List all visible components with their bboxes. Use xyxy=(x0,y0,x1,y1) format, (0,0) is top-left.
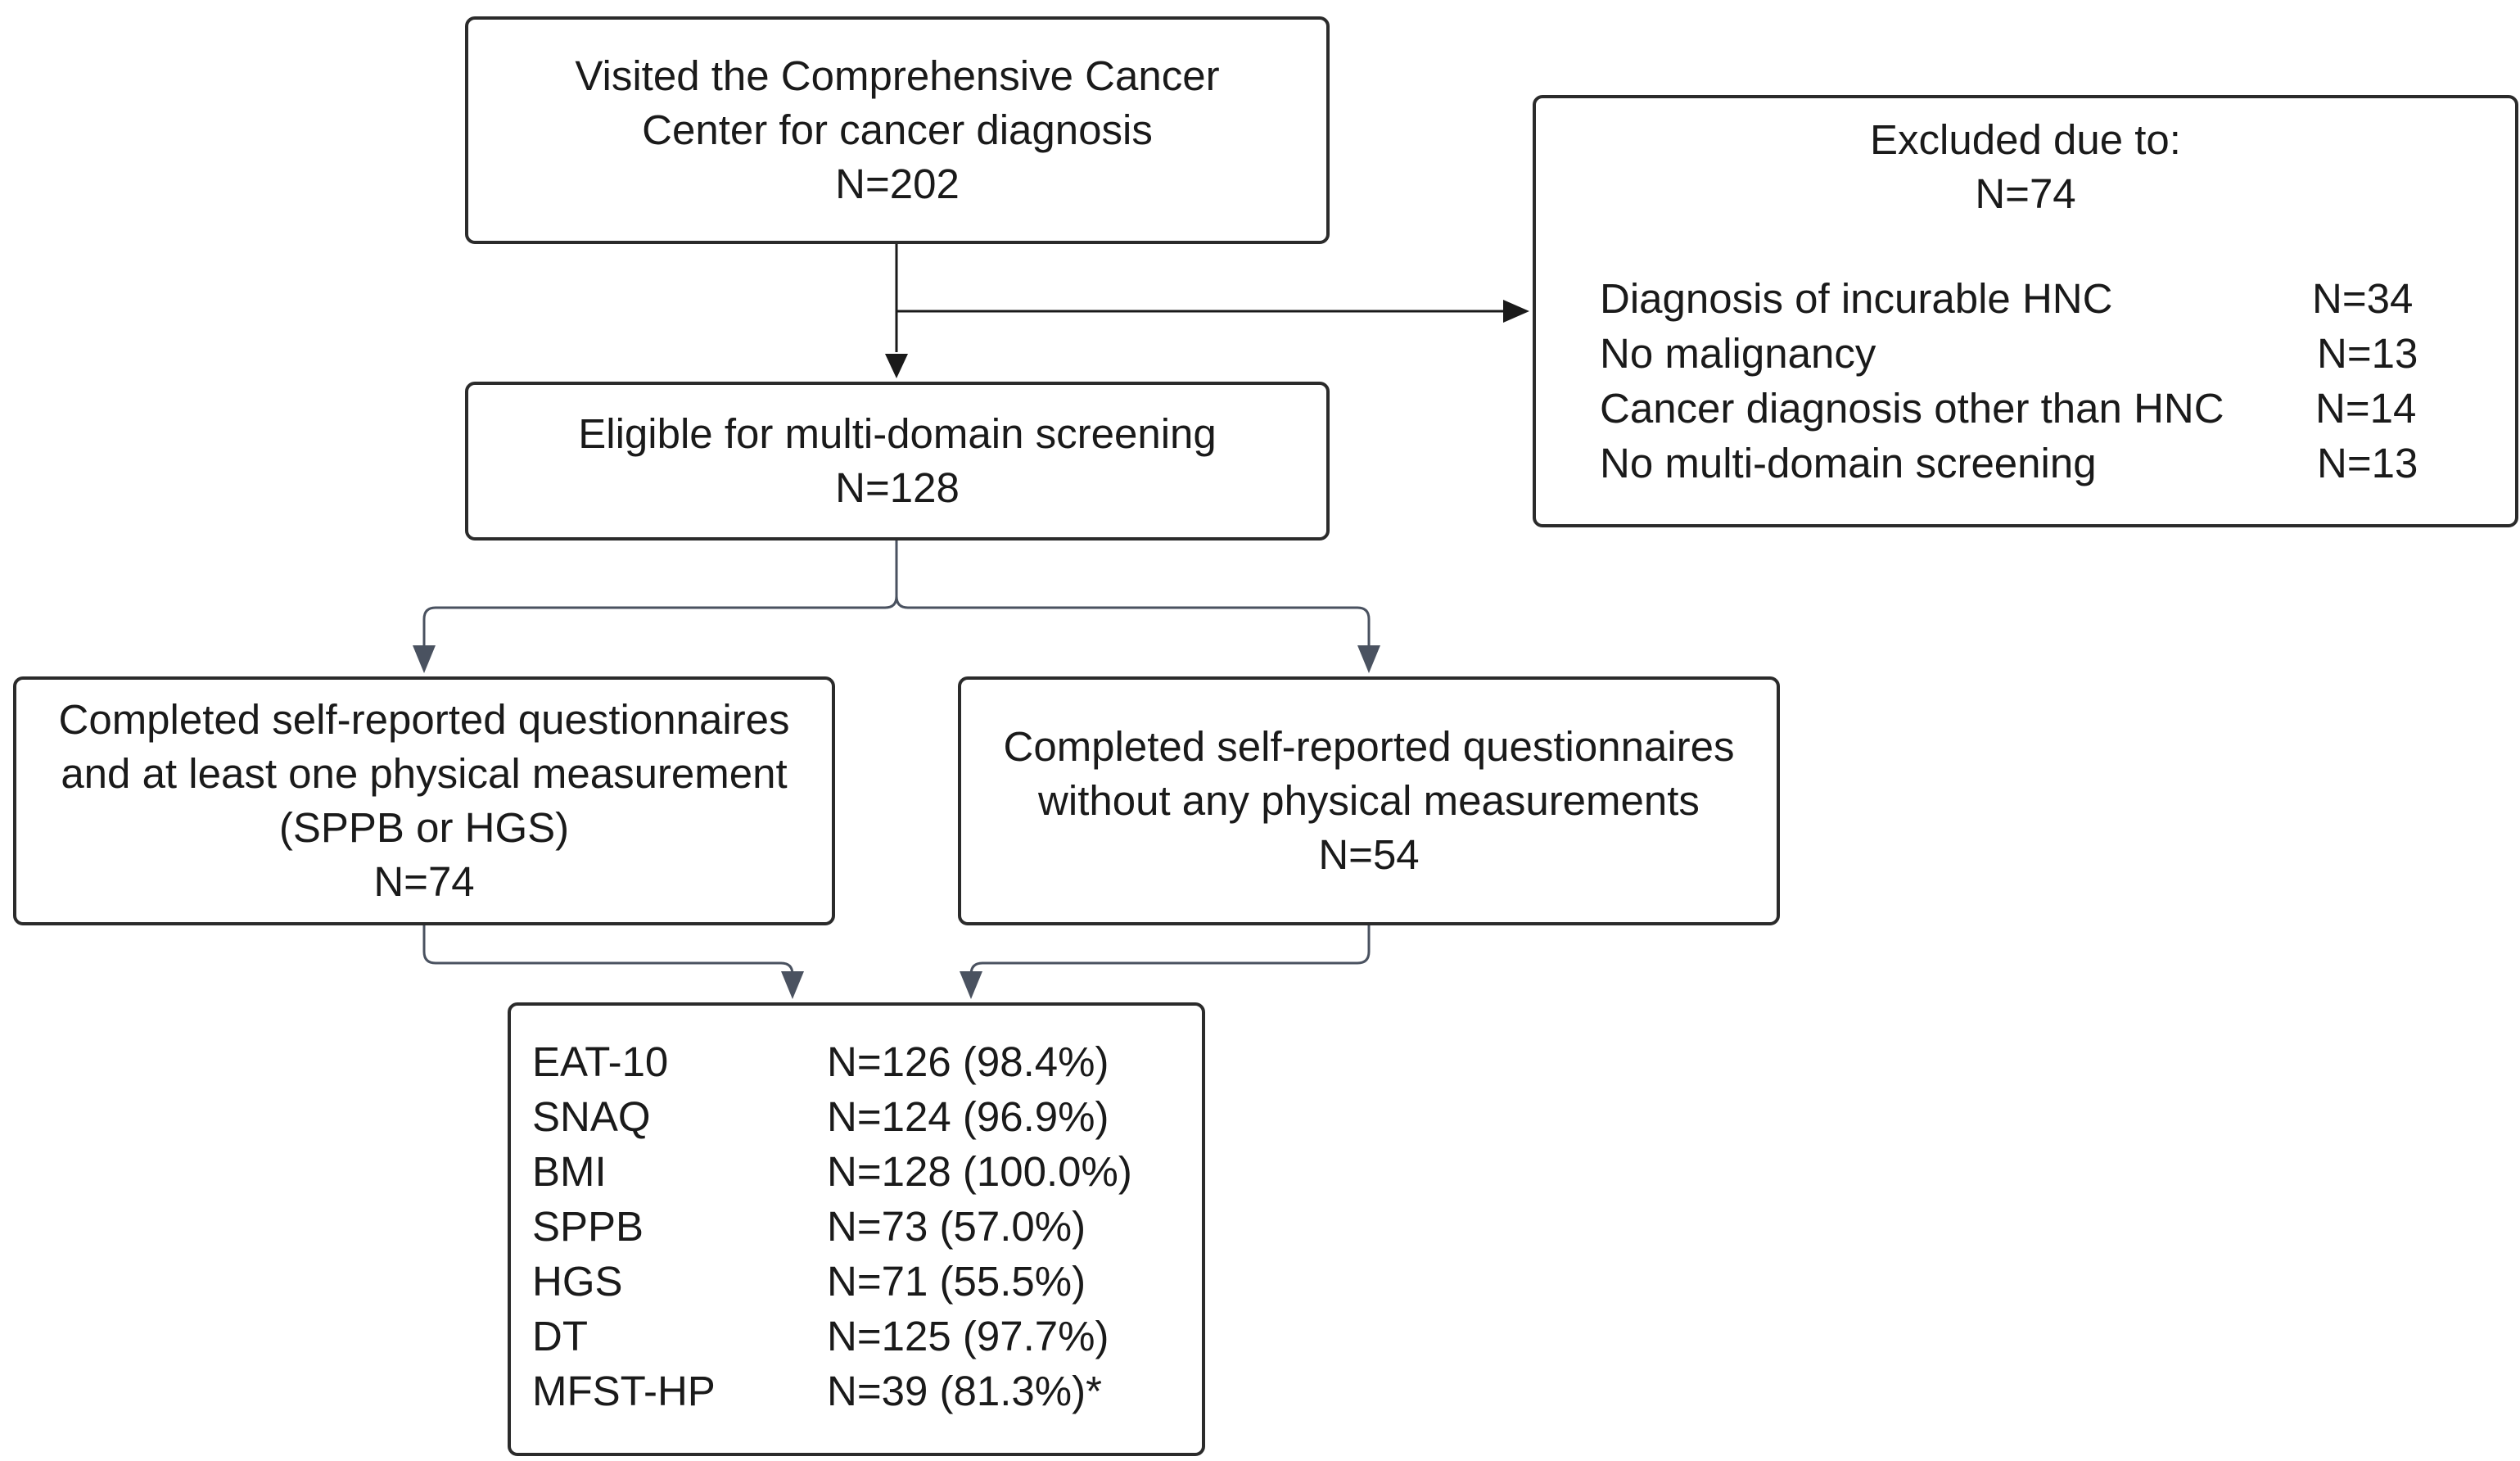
without-physical-box: Completed self-reported questionnaires w… xyxy=(958,676,1780,925)
visited-count: N=202 xyxy=(835,161,960,207)
arrowhead-right-branch xyxy=(1357,645,1380,673)
with-physical-count: N=74 xyxy=(373,858,475,905)
measure-label: DT xyxy=(532,1313,588,1359)
measure-value: N=128 (100.0%) xyxy=(827,1148,1132,1195)
arrow-eligible-split xyxy=(422,541,1371,647)
arrow-visited-to-eligible xyxy=(885,243,908,378)
measure-value: N=71 (55.5%) xyxy=(827,1258,1086,1305)
arrow-to-excluded xyxy=(896,300,1529,323)
without-physical-count: N=54 xyxy=(1318,831,1420,878)
measure-label: HGS xyxy=(532,1258,623,1305)
excluded-item-label: No multi-domain screening xyxy=(1600,440,2097,486)
with-physical-line-2: and at least one physical measurement xyxy=(61,750,788,797)
measure-value: N=126 (98.4%) xyxy=(827,1038,1109,1085)
excluded-item-label: No malignancy xyxy=(1600,330,1876,377)
excluded-item-label: Diagnosis of incurable HNC xyxy=(1600,275,2113,322)
measure-label: SPPB xyxy=(532,1203,644,1250)
arrowhead-merge-right xyxy=(960,971,982,999)
excluded-item-count: N=13 xyxy=(2317,330,2418,377)
eligible-line-1: Eligible for multi-domain screening xyxy=(578,410,1217,457)
measure-label: BMI xyxy=(532,1148,607,1195)
arrowhead-merge-left xyxy=(781,971,804,999)
with-physical-line-3: (SPPB or HGS) xyxy=(278,804,570,851)
visited-line-1: Visited the Comprehensive Cancer xyxy=(575,52,1220,99)
without-physical-line-2: without any physical measurements xyxy=(1038,777,1700,824)
without-physical-line-1: Completed self-reported questionnaires xyxy=(1003,723,1735,770)
measure-value: N=73 (57.0%) xyxy=(827,1203,1086,1250)
excluded-title: Excluded due to: xyxy=(1870,116,2181,163)
with-physical-box: Completed self-reported questionnaires a… xyxy=(13,676,835,925)
with-physical-line-1: Completed self-reported questionnaires xyxy=(58,696,790,743)
arrow-merge-to-measures xyxy=(422,925,1371,975)
visited-line-2: Center for cancer diagnosis xyxy=(642,106,1153,153)
measure-label: MFST-HP xyxy=(532,1368,716,1414)
measure-label: EAT-10 xyxy=(532,1038,669,1085)
eligible-box: Eligible for multi-domain screening N=12… xyxy=(465,382,1330,541)
visited-box: Visited the Comprehensive Cancer Center … xyxy=(465,16,1330,244)
eligible-count: N=128 xyxy=(835,464,960,511)
excluded-item-count: N=34 xyxy=(2312,275,2414,322)
measure-value: N=124 (96.9%) xyxy=(827,1093,1109,1140)
measures-box: EAT-10 N=126 (98.4%) SNAQ N=124 (96.9%) … xyxy=(508,1002,1205,1456)
excluded-header: Excluded due to: N=74 xyxy=(1536,113,2515,221)
arrowhead-left-branch xyxy=(413,645,436,673)
measure-label: SNAQ xyxy=(532,1093,651,1140)
measure-value: N=39 (81.3%)* xyxy=(827,1368,1102,1414)
measure-value: N=125 (97.7%) xyxy=(827,1313,1109,1359)
excluded-box: Excluded due to: N=74 Diagnosis of incur… xyxy=(1533,95,2518,527)
excluded-item-label: Cancer diagnosis other than HNC xyxy=(1600,385,2224,432)
excluded-item-count: N=14 xyxy=(2315,385,2417,432)
excluded-total: N=74 xyxy=(1975,170,2076,217)
excluded-item-count: N=13 xyxy=(2317,440,2418,486)
